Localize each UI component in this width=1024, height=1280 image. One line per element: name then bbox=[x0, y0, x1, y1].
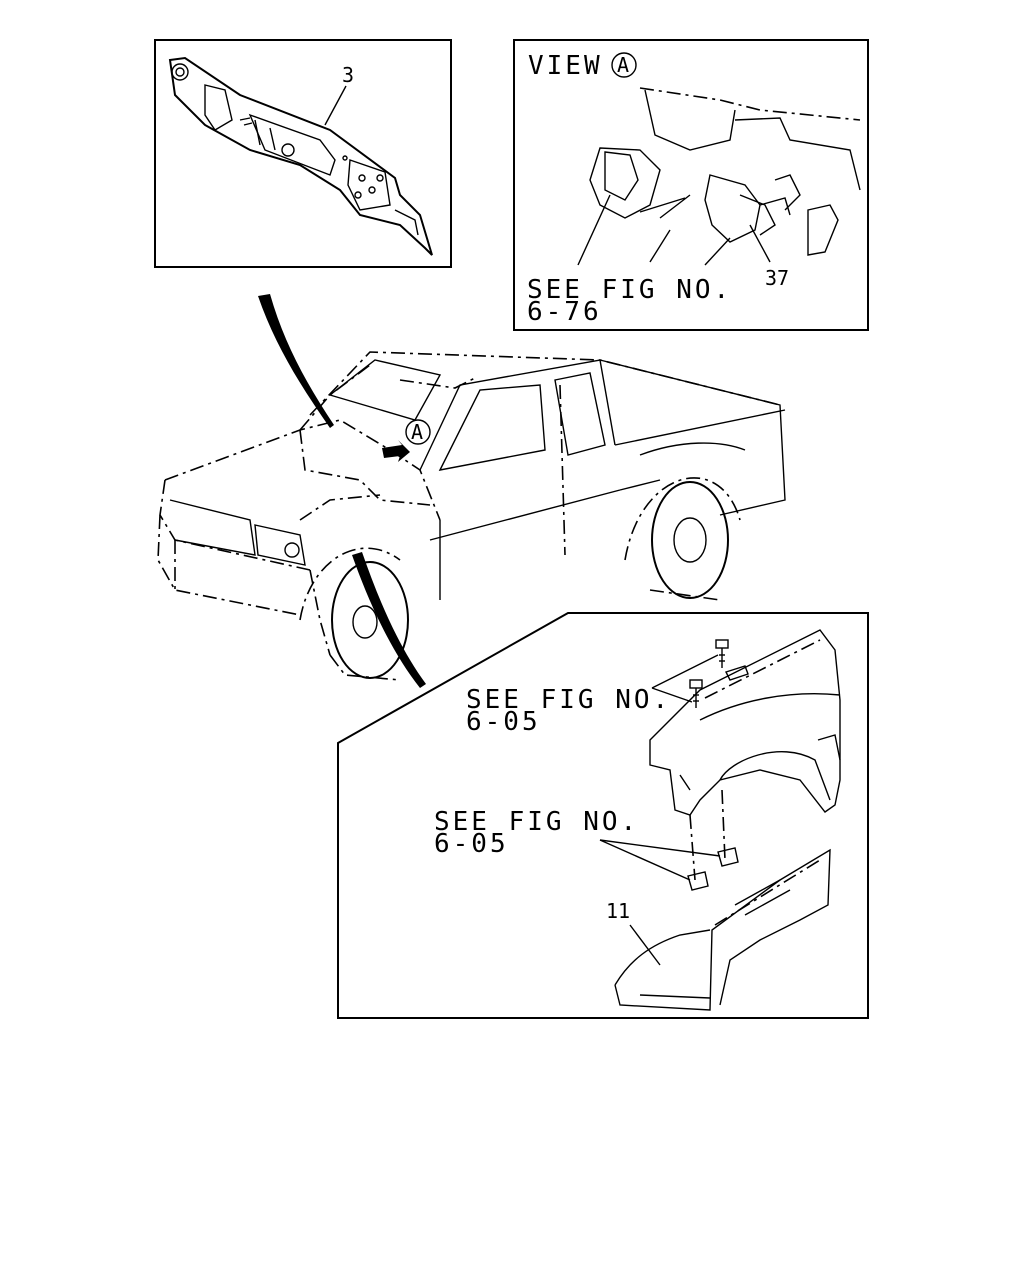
callout-3: 3 bbox=[342, 63, 354, 87]
view-a-marker-circle bbox=[611, 52, 637, 78]
view-a-title: VIEW bbox=[528, 51, 603, 81]
view-a-see-fig-line2: 6-76 bbox=[527, 297, 602, 327]
bolt-lower bbox=[689, 679, 703, 708]
fender-see-fig-a-line2: 6-05 bbox=[466, 707, 541, 737]
clip-lower-left bbox=[687, 871, 709, 891]
dash-panel-inset: 3 bbox=[154, 39, 452, 268]
dash-panel-part bbox=[168, 56, 433, 256]
clip-part bbox=[725, 665, 749, 681]
truck-view-marker: A bbox=[411, 420, 423, 444]
fender-see-fig-a-line1: SEE FIG NO. bbox=[466, 685, 671, 715]
view-arrow bbox=[382, 440, 410, 462]
fender-inset: SEE FIG NO. 6-05 SEE FIG NO. 6-05 11 bbox=[337, 612, 869, 1019]
callout-37: 37 bbox=[765, 266, 789, 290]
callout-11: 11 bbox=[606, 899, 630, 923]
view-a-cowl-part bbox=[589, 87, 861, 256]
fender-see-fig-b-line1: SEE FIG NO. bbox=[434, 807, 639, 837]
view-a-inset: VIEW A SEE FIG NO. 6-76 37 bbox=[513, 39, 869, 331]
clip-lower-right bbox=[717, 847, 739, 867]
leader-curve-upper bbox=[258, 294, 334, 428]
fender-see-fig-b-line2: 6-05 bbox=[434, 829, 509, 859]
truck-view-marker-circle bbox=[405, 419, 431, 445]
front-fender-part bbox=[649, 629, 841, 816]
leader-curve-lower bbox=[352, 552, 426, 688]
fender-liner-part bbox=[614, 848, 831, 1011]
truck-illustration: A bbox=[157, 351, 786, 681]
bolt-upper bbox=[715, 639, 729, 668]
view-a-marker: A bbox=[617, 53, 629, 77]
view-a-see-fig-line1: SEE FIG NO. bbox=[527, 275, 732, 305]
